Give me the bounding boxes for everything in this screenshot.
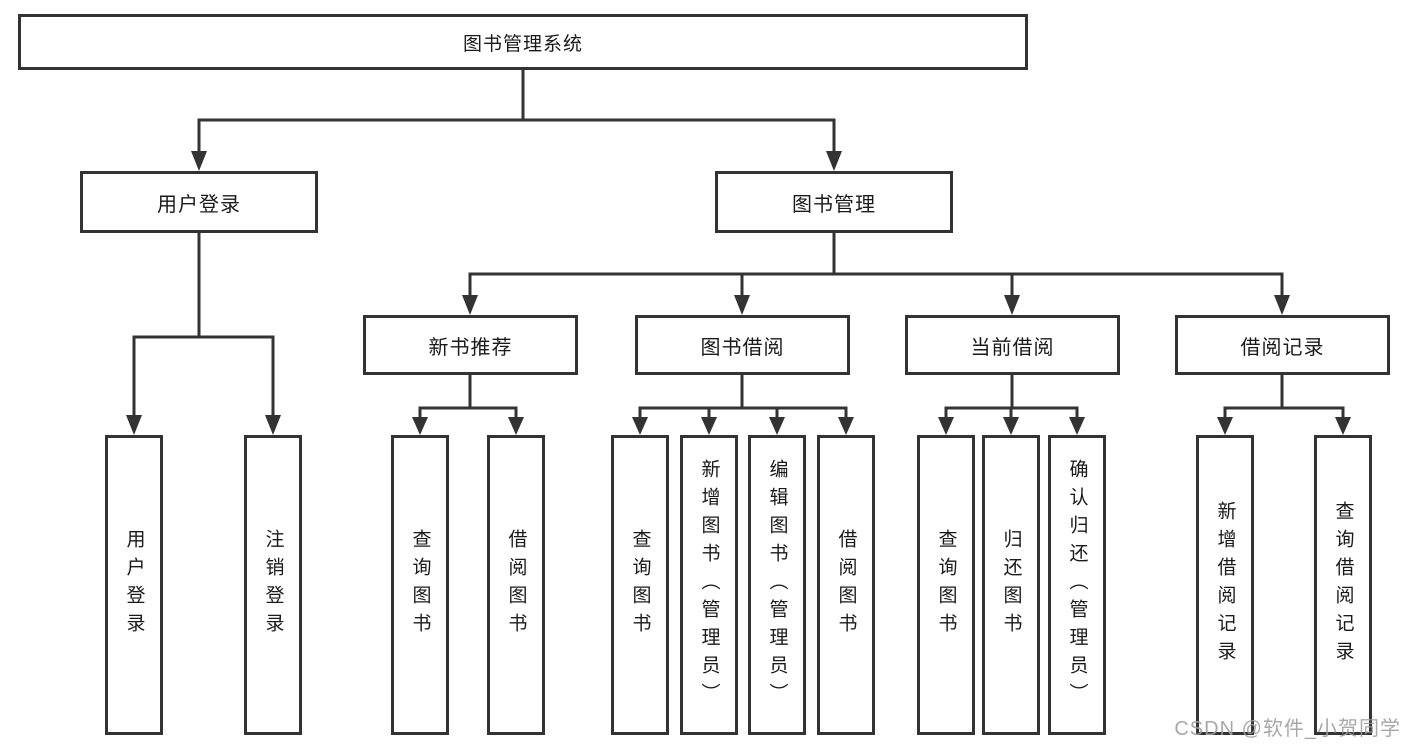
leaf-bb-edit-book-label: 编辑图书（管理员） (766, 459, 788, 711)
node-root-label: 图书管理系统 (462, 33, 583, 55)
leaf-br-add-record-label: 新增借阅记录 (1214, 501, 1236, 669)
node-current-borrowing: 当前借阅 (905, 315, 1120, 375)
leaf-br-query-record: 查询借阅记录 (1314, 435, 1372, 735)
leaf-cb-confirm-return: 确认归还（管理员） (1048, 435, 1106, 735)
node-user-login: 用户登录 (80, 171, 318, 233)
leaf-nbr-query-book-label: 查询图书 (409, 529, 431, 641)
csdn-watermark: CSDN @软件_小贺同学 (1174, 718, 1401, 740)
leaf-logout-label: 注销登录 (262, 529, 284, 641)
node-new-book-recommendation-label: 新书推荐 (428, 336, 513, 359)
leaf-login-label: 用户登录 (123, 529, 145, 641)
node-user-login-label: 用户登录 (157, 193, 241, 216)
leaf-cb-query-book-label: 查询图书 (935, 529, 957, 641)
leaf-cb-query-book: 查询图书 (917, 435, 975, 735)
node-new-book-recommendation: 新书推荐 (363, 315, 578, 375)
leaf-bb-query-book: 查询图书 (611, 435, 669, 735)
node-book-borrowing-label: 图书借阅 (700, 336, 785, 359)
leaf-nbr-borrow-book: 借阅图书 (487, 435, 545, 735)
node-current-borrowing-label: 当前借阅 (970, 336, 1055, 359)
leaf-br-add-record: 新增借阅记录 (1196, 435, 1254, 735)
leaf-bb-borrow-book-label: 借阅图书 (835, 529, 857, 641)
leaf-nbr-borrow-book-label: 借阅图书 (505, 529, 527, 641)
leaf-bb-add-book: 新增图书（管理员） (680, 435, 738, 735)
leaf-bb-edit-book: 编辑图书（管理员） (748, 435, 806, 735)
leaf-bb-query-book-label: 查询图书 (629, 529, 651, 641)
leaf-cb-return-book-label: 归还图书 (1000, 529, 1022, 641)
node-book-management-label: 图书管理 (792, 193, 876, 216)
node-root: 图书管理系统 (18, 14, 1028, 70)
leaf-br-query-record-label: 查询借阅记录 (1332, 501, 1354, 669)
node-borrowing-records-label: 借阅记录 (1240, 336, 1325, 359)
leaf-bb-borrow-book: 借阅图书 (817, 435, 875, 735)
leaf-cb-return-book: 归还图书 (982, 435, 1040, 735)
leaf-bb-add-book-label: 新增图书（管理员） (698, 459, 720, 711)
leaf-cb-confirm-return-label: 确认归还（管理员） (1066, 459, 1088, 711)
node-borrowing-records: 借阅记录 (1175, 315, 1390, 375)
node-book-borrowing: 图书借阅 (635, 315, 850, 375)
node-book-management: 图书管理 (715, 171, 953, 233)
leaf-logout: 注销登录 (244, 435, 302, 735)
leaf-nbr-query-book: 查询图书 (391, 435, 449, 735)
leaf-login: 用户登录 (105, 435, 163, 735)
